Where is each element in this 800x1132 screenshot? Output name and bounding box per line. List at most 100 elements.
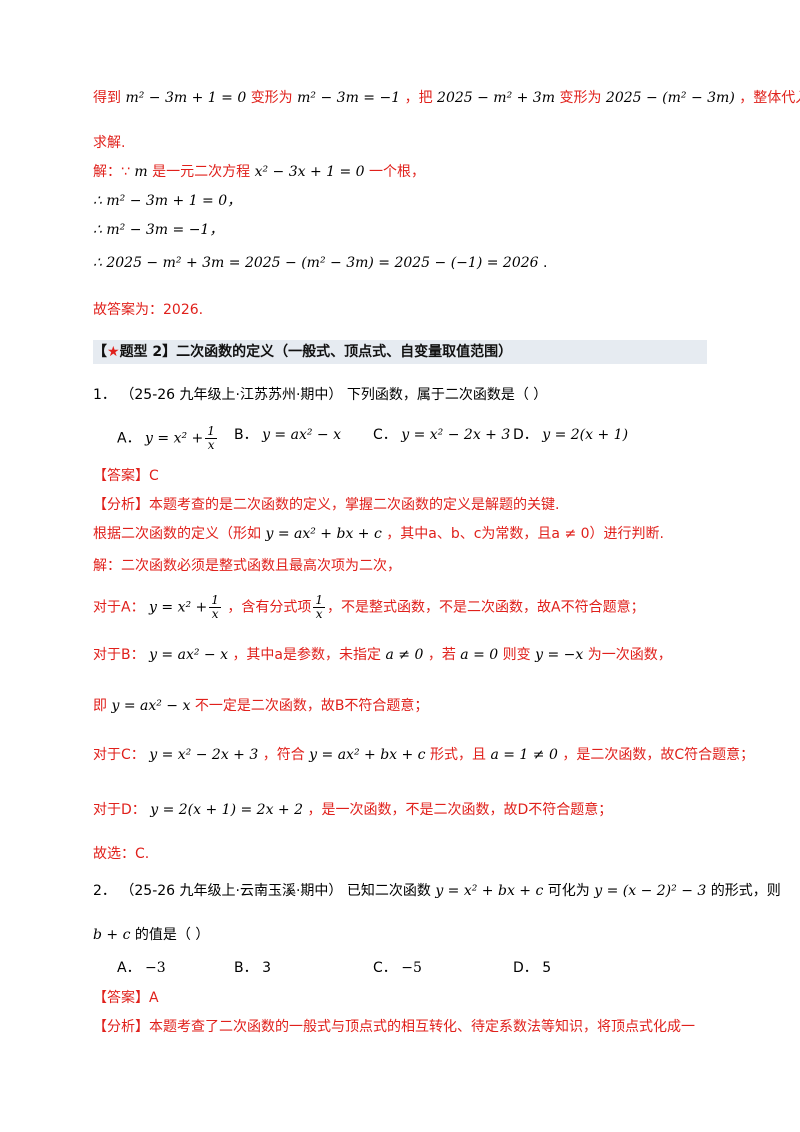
option-value: −3 xyxy=(145,960,166,976)
text: ，若 xyxy=(427,647,456,663)
expression: y = x² + xyxy=(149,599,208,616)
text: 变形为 xyxy=(559,90,602,106)
option-value: −5 xyxy=(401,960,422,976)
question-2-answer: 【答案】A xyxy=(93,990,159,1006)
expression: 2025 − m² + 3m xyxy=(437,90,555,106)
text: ，是一次函数，不是二次函数，故D不符合题意； xyxy=(307,802,613,818)
question-2-stem: 2． （25-26 九年级上·云南玉溪·期中） 已知二次函数 y = x² + … xyxy=(93,881,781,901)
option-expression: y = x² + xyxy=(145,430,204,447)
text: 得到 xyxy=(93,90,121,106)
expression: 2025 − (m² − 3m) xyxy=(605,90,735,106)
text: 则变 xyxy=(502,647,531,663)
option-label: A． xyxy=(117,960,141,976)
option-b[interactable]: B． 3 xyxy=(234,958,271,978)
text: ，其中a是参数，未指定 xyxy=(232,647,382,663)
question-1-answer: 【答案】C xyxy=(93,468,159,484)
condition: a ≠ 0 xyxy=(385,647,424,663)
bracket: 【 xyxy=(93,344,107,360)
expression: y = x² + bx + c xyxy=(435,883,544,899)
option-expression: y = 2(x + 1) xyxy=(542,427,629,443)
question-1-case-b: 对于B： y = ax² − x ，其中a是参数，未指定 a ≠ 0 ，若 a … xyxy=(93,645,672,665)
condition: a = 1 ≠ 0 xyxy=(490,747,558,763)
case-label: 对于D： xyxy=(93,802,146,818)
question-source: （25-26 九年级上·云南玉溪·期中） xyxy=(120,883,343,899)
condition: a = 0 xyxy=(460,647,499,663)
section-heading: 【★题型 2】二次函数的定义（一般式、顶点式、自变量取值范围） xyxy=(93,340,707,364)
fraction-denominator: x xyxy=(315,607,323,621)
explanation-line-1: 得到 m² − 3m + 1 = 0 变形为 m² − 3m = −1 ，把 2… xyxy=(93,88,800,108)
case-label: 对于B： xyxy=(93,647,145,663)
question-1-definition: 根据二次函数的定义（形如 y = ax² + bx + c ，其中a、b、c为常… xyxy=(93,524,664,544)
option-d[interactable]: D． y = 2(x + 1) xyxy=(513,425,628,445)
option-c[interactable]: C． −5 xyxy=(373,958,422,978)
equation: ∴ 2025 − m² + 3m = 2025 − (m² − 3m) = 20… xyxy=(93,255,539,271)
text: ，不是整式函数，不是二次函数，故A不符合题意； xyxy=(327,599,645,616)
fraction-denominator: x xyxy=(211,607,219,621)
text: ，整体代入即可 xyxy=(739,90,800,106)
question-1-final: 故选：C. xyxy=(93,846,150,862)
text: 为一次函数， xyxy=(587,647,672,663)
solution-line-4: ∴ 2025 − m² + 3m = 2025 − (m² − 3m) = 20… xyxy=(93,253,547,273)
fraction-numerator: 1 xyxy=(205,424,217,439)
expression: y = x² − 2x + 3 xyxy=(149,747,259,763)
explanation-line-2: 求解. xyxy=(93,135,126,151)
text: ，是二次函数，故C符合题意； xyxy=(562,747,755,763)
text: 变形为 xyxy=(250,90,293,106)
fraction-numerator: 1 xyxy=(313,593,325,608)
text: 解：∵ xyxy=(93,164,130,180)
option-expression: y = x² − 2x + 3 xyxy=(401,427,511,443)
answer-line: 故答案为：2026. xyxy=(93,302,204,318)
text: 即 xyxy=(93,698,107,714)
expression: b + c xyxy=(93,927,131,943)
solution-line-2: ∴ m² − 3m + 1 = 0， xyxy=(93,193,242,209)
question-1-analysis: 【分析】本题考查的是二次函数的定义，掌握二次函数的定义是解题的关键. xyxy=(93,497,560,513)
general-form: y = ax² + bx + c xyxy=(265,526,382,542)
option-label: C． xyxy=(373,427,397,443)
question-text: 的值是（ ） xyxy=(134,927,210,943)
option-d[interactable]: D． 5 xyxy=(513,958,551,978)
question-number: 1． xyxy=(93,387,116,403)
solution-line-3: ∴ m² − 3m = −1， xyxy=(93,222,224,238)
heading-text: 题型 2】二次函数的定义（一般式、顶点式、自变量取值范围） xyxy=(119,344,513,360)
expression: y = −x xyxy=(535,647,584,663)
text: 是一元二次方程 xyxy=(152,164,251,180)
text: . xyxy=(543,255,548,271)
expression: y = ax² − x xyxy=(111,698,191,714)
question-text: 已知二次函数 xyxy=(346,883,431,899)
option-c[interactable]: C． y = x² − 2x + 3 xyxy=(373,425,510,445)
equation: m² − 3m = −1 xyxy=(297,90,401,106)
equation: m² − 3m + 1 = 0 xyxy=(125,90,247,106)
option-label: B． xyxy=(234,960,258,976)
text: ，其中a、b、c为常数，且a ≠ 0）进行判断. xyxy=(386,526,664,542)
question-2-stem-cont: b + c 的值是（ ） xyxy=(93,925,209,945)
question-text: 可化为 xyxy=(547,883,590,899)
expression: y = 2(x + 1) = 2x + 2 xyxy=(150,802,304,818)
text: 根据二次函数的定义（形如 xyxy=(93,526,261,542)
text: 不一定是二次函数，故B不符合题意； xyxy=(194,698,429,714)
question-text: 的形式，则 xyxy=(710,883,781,899)
text: 形式，且 xyxy=(429,747,486,763)
option-b[interactable]: B． y = ax² − x xyxy=(234,425,341,445)
text: ，含有分式项 xyxy=(227,599,312,616)
question-1-solution: 解：二次函数必须是整式函数且最高次项为二次， xyxy=(93,558,401,574)
solution-line-1: 解：∵ m 是一元二次方程 x² − 3x + 1 = 0 一个根， xyxy=(93,162,425,182)
case-label: 对于C： xyxy=(93,747,145,763)
question-1-case-c: 对于C： y = x² − 2x + 3 ，符合 y = ax² + bx + … xyxy=(93,745,754,765)
option-a[interactable]: A． −3 xyxy=(117,958,166,978)
question-2-options: A． −3 B． 3 C． −5 D． 5 xyxy=(0,955,800,981)
option-label: D． xyxy=(513,960,538,976)
question-text: 下列函数，属于二次函数是（ ） xyxy=(346,387,548,403)
star-icon: ★ xyxy=(107,344,120,360)
equation: x² − 3x + 1 = 0 xyxy=(254,164,365,180)
question-1-stem: 1． （25-26 九年级上·江苏苏州·期中） 下列函数，属于二次函数是（ ） xyxy=(93,385,547,405)
option-label: C． xyxy=(373,960,397,976)
expression: y = ax² − x xyxy=(149,647,228,663)
option-value: 5 xyxy=(542,960,552,976)
